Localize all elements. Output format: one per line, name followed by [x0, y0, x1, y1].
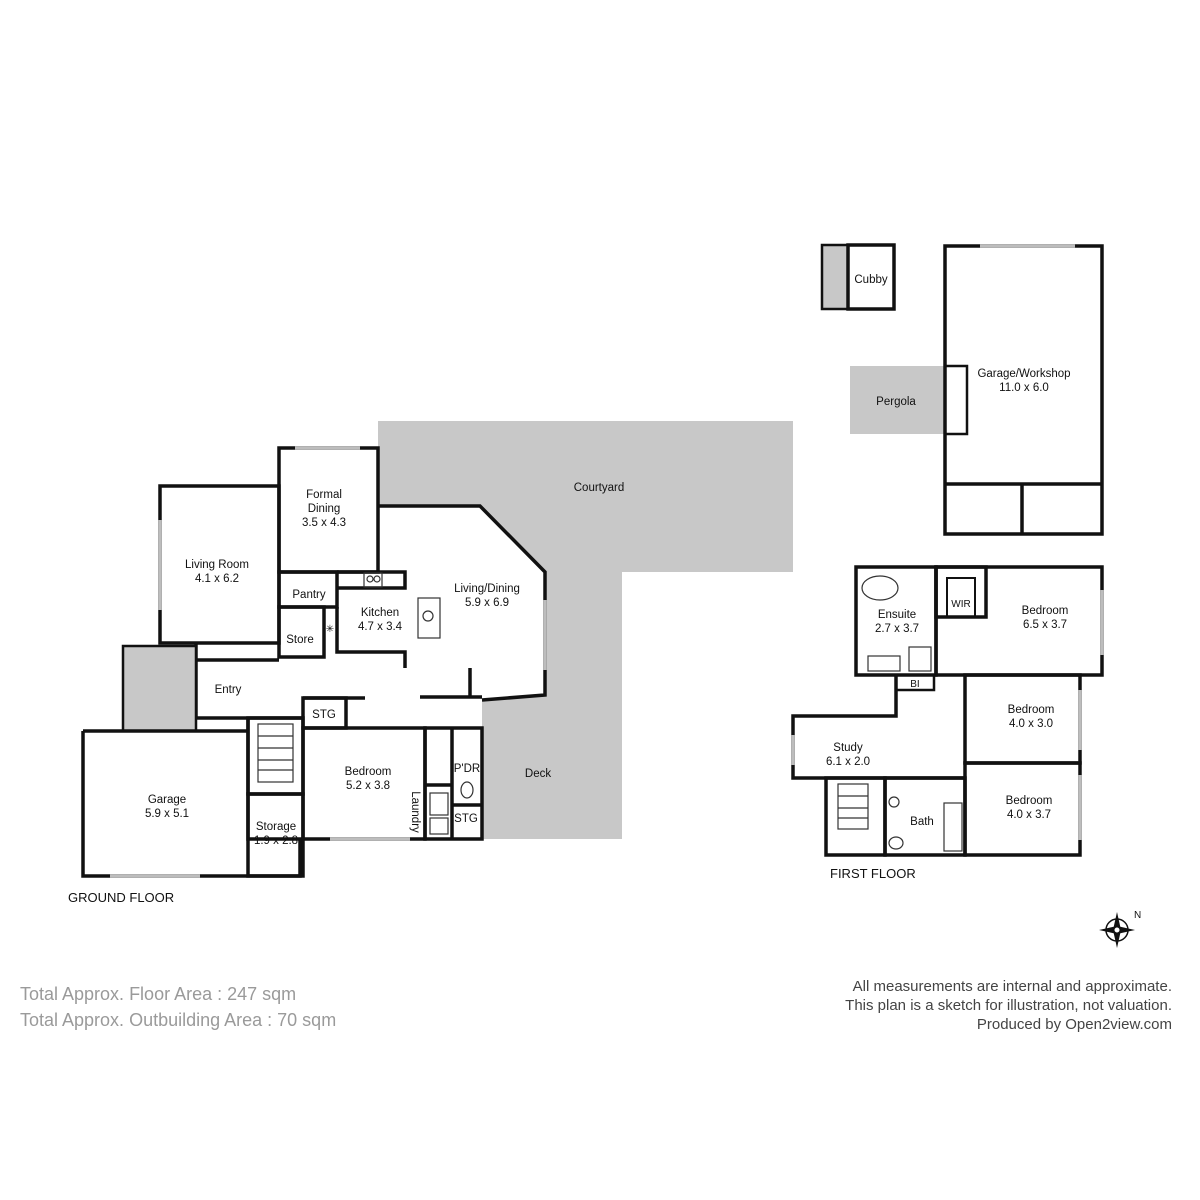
wir-inner [946, 577, 976, 618]
garage-walls [81, 718, 302, 878]
ensuite-dims: 2.7 x 3.7 [875, 623, 919, 635]
pergola-label: Pergola [876, 396, 916, 408]
study-label: Study [833, 742, 863, 754]
living-dining-dims: 5.9 x 6.9 [465, 597, 509, 609]
porch-area [121, 644, 198, 733]
bedroom-label: Bedroom [345, 766, 392, 778]
living-room-dims: 4.1 x 6.2 [195, 573, 239, 585]
washer-icon [429, 792, 449, 816]
living-dining-walls [378, 504, 547, 702]
storage-label: Storage [256, 821, 296, 833]
bedroom-dims: 5.2 x 3.8 [346, 780, 390, 792]
garage-workshop-dims: 11.0 x 6.0 [999, 382, 1049, 394]
bedroom-1-label: Bedroom [1022, 605, 1069, 617]
compass-icon: N [1099, 910, 1141, 948]
ff-stair-treads [837, 783, 869, 830]
bath-tub-icon [943, 802, 963, 852]
courtyard-label: Courtyard [574, 482, 625, 494]
bedroom-3-label: Bedroom [1006, 795, 1053, 807]
bi-label: BI [910, 679, 919, 690]
toilet-icon [460, 781, 474, 799]
ensuite-label: Ensuite [878, 609, 916, 621]
living-dining-label: Living/Dining [454, 583, 520, 595]
pantry-label: Pantry [292, 589, 325, 601]
store-label: Store [286, 634, 314, 646]
ff-toilet-icon [888, 836, 904, 850]
disclaimer-line-1: All measurements are internal and approx… [853, 978, 1172, 995]
pdr-label: P'DR [454, 763, 480, 775]
outbuildings-plan: Cubby Pergola Garage/Workshop 11.0 x 6.0 [820, 243, 1104, 536]
total-floor-area: Total Approx. Floor Area : 247 sqm [20, 984, 296, 1004]
stair-treads [257, 723, 294, 783]
laundry-label: Laundry [409, 791, 421, 833]
pergola-area [850, 366, 945, 434]
garage-workshop-label: Garage/Workshop [977, 368, 1070, 380]
ground-floor-plan: ✳ For [68, 421, 793, 905]
wir-label: WIR [951, 599, 970, 610]
courtyard-area [378, 421, 793, 839]
living-room-label: Living Room [185, 559, 249, 571]
study-walls [791, 675, 965, 780]
bedroom-1-walls [934, 565, 1104, 677]
bedroom-2-label: Bedroom [1008, 704, 1055, 716]
workshop-annex [943, 364, 969, 436]
garage-dims: 5.9 x 5.1 [145, 808, 189, 820]
formal-dining-dims: 3.5 x 4.3 [302, 517, 346, 529]
bedroom-2-dims: 4.0 x 3.0 [1009, 718, 1053, 730]
shower-icon [908, 646, 932, 672]
cooktop-icon [363, 572, 383, 588]
garage-label: Garage [148, 794, 186, 806]
bedroom-1-dims: 6.5 x 3.7 [1023, 619, 1067, 631]
kitchen-dims: 4.7 x 3.4 [358, 621, 403, 633]
stg-2-label: STG [454, 813, 478, 825]
kitchen-counter [337, 570, 407, 590]
formal-dining-label: Formal [306, 489, 342, 501]
cubby-label: Cubby [854, 274, 887, 286]
ground-floor-title: GROUND FLOOR [68, 890, 174, 905]
ff-stairs-walls [824, 776, 887, 857]
total-outbuilding-area: Total Approx. Outbuilding Area : 70 sqm [20, 1010, 336, 1030]
study-dims: 6.1 x 2.0 [826, 756, 870, 768]
kitchen-walls [335, 607, 407, 668]
bedroom-3-dims: 4.0 x 3.7 [1007, 809, 1051, 821]
first-floor-plan: Ensuite 2.7 x 3.7 WIR Bedroom 6.5 x 3.7 … [791, 565, 1104, 881]
cubby-walls [846, 243, 896, 311]
sink-icon [422, 610, 434, 622]
formal-dining-label-2: Dining [308, 503, 341, 515]
cubby-deck [820, 243, 850, 311]
disclaimer-line-3: Produced by Open2view.com [977, 1016, 1172, 1033]
store-walls [277, 605, 326, 659]
kitchen-island [417, 597, 441, 639]
svg-text:✳: ✳ [326, 624, 334, 635]
kitchen-label: Kitchen [361, 607, 399, 619]
first-floor-title: FIRST FLOOR [830, 866, 916, 881]
stg-1-label: STG [312, 709, 336, 721]
basin-icon [888, 796, 900, 808]
compass-label: N [1134, 910, 1141, 921]
bath-label: Bath [910, 816, 934, 828]
entry-label: Entry [215, 684, 242, 696]
disclaimer-line-2: This plan is a sketch for illustration, … [845, 997, 1172, 1014]
bathtub-icon [861, 575, 899, 601]
laundry-tub-icon [429, 817, 449, 835]
deck-label: Deck [525, 768, 551, 780]
vanity-icon [867, 655, 901, 672]
storage-dims: 1.9 x 2.8 [254, 835, 298, 847]
